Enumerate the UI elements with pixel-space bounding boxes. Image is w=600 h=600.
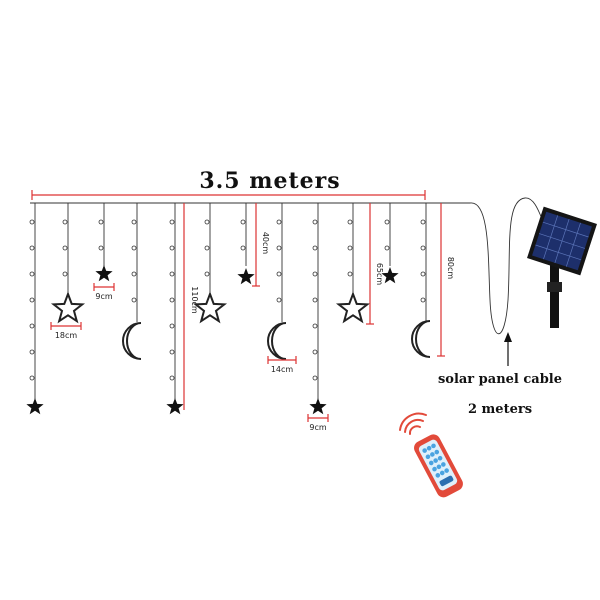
bulb [62, 245, 68, 251]
crescent-moon-icon [411, 320, 431, 358]
bulb [131, 271, 137, 277]
bulb [420, 297, 426, 303]
bulb [29, 297, 35, 303]
dim-moon-width-label: 14cm [271, 365, 294, 374]
star-solid-icon [166, 398, 184, 415]
star-outline-icon [50, 291, 86, 324]
dim-star-small: 9cm [93, 283, 115, 301]
light-strand [192, 203, 228, 324]
dim-drop-40-label: 40cm [261, 232, 270, 255]
star-solid-icon [26, 398, 44, 415]
bulb [384, 219, 390, 225]
bulb [276, 245, 282, 251]
light-strand [122, 203, 142, 360]
light-strand [95, 203, 113, 282]
dim-drop-110: 110cm [183, 203, 199, 410]
bulb [131, 245, 137, 251]
bulb [169, 323, 175, 329]
bulb [98, 245, 104, 251]
bulb [312, 297, 318, 303]
dim-drop-110-label: 110cm [190, 286, 199, 314]
bulb [420, 271, 426, 277]
bulb [169, 349, 175, 355]
bulb [169, 245, 175, 251]
bulb [312, 271, 318, 277]
dim-moon-width: 14cm [267, 356, 297, 374]
dim-star-outline: 18cm [50, 322, 82, 340]
bulb [312, 245, 318, 251]
bulb [312, 219, 318, 225]
bulb [169, 271, 175, 277]
bulb [204, 219, 210, 225]
cable-label: solar panel cable [438, 372, 562, 387]
bulb [169, 219, 175, 225]
solar-cable [469, 197, 546, 334]
dim-drop-65: 65cm [366, 203, 384, 325]
light-strand [309, 203, 327, 415]
bulb [420, 245, 426, 251]
star-outline-icon [192, 291, 228, 324]
bulb [240, 245, 246, 251]
bulb [312, 349, 318, 355]
light-strand [50, 203, 86, 324]
star-solid-icon [309, 398, 327, 415]
bulb [276, 297, 282, 303]
star-solid-icon [95, 265, 113, 282]
light-strand [237, 203, 255, 285]
dim-star-bottom: 9cm [307, 414, 329, 432]
bulb [29, 245, 35, 251]
bulb [347, 245, 353, 251]
crescent-moon-icon [122, 322, 142, 360]
dim-drop-80-label: 80cm [446, 257, 455, 280]
bulb [276, 219, 282, 225]
bulb [204, 271, 210, 277]
bulb [347, 219, 353, 225]
bulb [29, 375, 35, 381]
solar-panel-icon [527, 206, 597, 328]
cable-arrow [504, 332, 512, 366]
bulb [62, 271, 68, 277]
light-strands [26, 203, 431, 415]
bulb [384, 245, 390, 251]
bulb [29, 271, 35, 277]
bulb [420, 219, 426, 225]
total-width-dimension [31, 190, 426, 200]
light-strand [381, 203, 399, 284]
bulb [131, 219, 137, 225]
light-strand [26, 203, 44, 415]
bulb [204, 245, 210, 251]
bulb [347, 271, 353, 277]
bulb [131, 297, 137, 303]
dim-star-small-label: 9cm [95, 292, 112, 301]
bulb [62, 219, 68, 225]
dim-drop-80: 80cm [437, 203, 455, 357]
bulb [169, 375, 175, 381]
dim-drop-40: 40cm [252, 203, 270, 287]
dim-star-outline-label: 18cm [55, 331, 78, 340]
crescent-moon-icon [267, 322, 287, 360]
bulb [98, 219, 104, 225]
remote-control-icon [399, 412, 463, 498]
light-strand [411, 203, 431, 358]
light-strand [335, 203, 371, 324]
bulb [240, 219, 246, 225]
bulb [312, 375, 318, 381]
bulb [29, 219, 35, 225]
star-solid-icon [381, 267, 399, 284]
bulb [312, 323, 318, 329]
star-solid-icon [237, 268, 255, 285]
dim-star-bottom-label: 9cm [309, 423, 326, 432]
star-outline-icon [335, 291, 371, 324]
bulb [276, 271, 282, 277]
bulb [29, 349, 35, 355]
dim-drop-65-label: 65cm [375, 263, 384, 286]
cable-length: 2 meters [468, 402, 532, 417]
bulb [169, 297, 175, 303]
light-strand [166, 203, 184, 415]
light-strand [267, 203, 287, 360]
total-width-label: 3.5 meters [199, 168, 340, 194]
bulb [29, 323, 35, 329]
